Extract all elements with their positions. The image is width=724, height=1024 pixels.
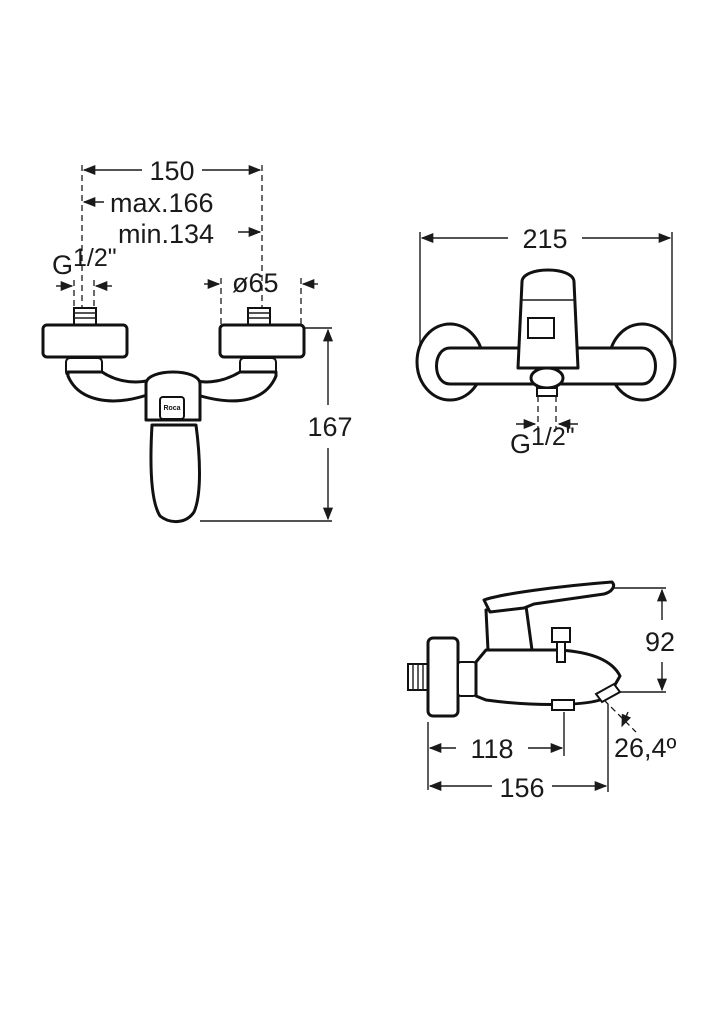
angle-arrow: [621, 711, 632, 728]
side-escutcheon: [426, 636, 460, 718]
right-inlet-thread: [247, 307, 271, 327]
front-view: 150 max.166 min.134 G1/2" ø65 167: [41, 156, 353, 523]
mixer-front-body: Roca: [41, 307, 306, 523]
left-escutcheon: [41, 323, 129, 359]
dim-max-label: max.166: [110, 188, 214, 218]
top-outlet-nut: [536, 387, 558, 397]
dim-92-label: 92: [645, 627, 675, 657]
dim-156-label: 156: [499, 773, 544, 803]
roca-logo: Roca: [163, 405, 180, 412]
dim-167-label: 167: [307, 412, 352, 442]
thread-label-top: G1/2": [510, 423, 575, 459]
logo-plate: [159, 396, 185, 420]
top-lever-base: [527, 317, 555, 339]
angle-label: 26,4º: [614, 733, 677, 763]
side-view: 92 118: [407, 580, 677, 803]
dim-215-label: 215: [522, 224, 567, 254]
dim-150-label: 150: [149, 156, 194, 186]
angle-ref-line: [603, 699, 637, 733]
lever-handle: [149, 423, 201, 523]
diverter-stem: [556, 641, 566, 663]
thread-label-front: G1/2": [52, 244, 117, 280]
left-inlet-thread: [73, 307, 97, 327]
side-shower-outlet: [551, 699, 575, 711]
side-nut: [457, 661, 477, 697]
right-escutcheon: [218, 323, 306, 359]
top-outlet: [529, 366, 565, 390]
side-lever: [482, 580, 616, 614]
diameter-label: ø65: [232, 268, 279, 298]
mixer-top-body: [415, 268, 677, 402]
top-view: 215 G1/2": [415, 224, 677, 459]
diverter-knob: [551, 627, 571, 643]
dim-118-label: 118: [470, 734, 513, 764]
side-spout-outlet: [594, 682, 622, 704]
mixer-side-body: [407, 580, 622, 718]
dim-min-label: min.134: [118, 219, 214, 249]
